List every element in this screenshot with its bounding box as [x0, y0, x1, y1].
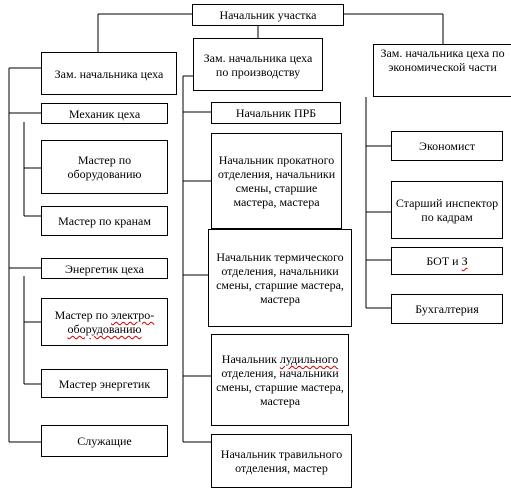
deputy-production-box: Зам. начальника цеха по производству — [193, 38, 323, 91]
deputy-head-label: Зам. начальника цеха — [54, 66, 164, 81]
deputy-economic-box: Зам. начальника цеха по экономической ча… — [373, 44, 511, 97]
master-energetic-label: Мастер энергетик — [58, 376, 151, 391]
rolling-dept-box: Начальник прокатного отделения, начальни… — [211, 133, 342, 229]
mechanic-label: Механик цеха — [68, 106, 141, 121]
deputy-head-box: Зам. начальника цеха — [41, 52, 177, 95]
head-of-section-label: Начальник участка — [219, 8, 317, 22]
master-cranes-label: Мастер по кранам — [58, 214, 151, 228]
bot-text-b: З — [461, 254, 468, 268]
bot-box: БОТ и З — [391, 247, 503, 275]
tinning-text-b: лудильного — [279, 352, 339, 366]
hr-inspector-label: Старший инспектор по кадрам — [395, 196, 499, 224]
master-cranes-box: Мастер по кранам — [41, 206, 168, 236]
deputy-production-label: Зам. начальника цеха по производству — [203, 50, 313, 79]
pickling-dept-box: Начальник травильного отделения, мастер — [211, 434, 352, 488]
tinning-dept-label: Начальник лудильного отделения, начальни… — [215, 352, 345, 408]
energetic-box: Энергетик цеха — [41, 258, 168, 279]
rolling-dept-label: Начальник прокатного отделения, начальни… — [217, 153, 336, 209]
bot-label: БОТ и З — [426, 254, 467, 268]
prb-head-box: Начальник ПРБ — [211, 102, 341, 124]
employees-label: Служащие — [77, 434, 132, 448]
tinning-text-a: Начальник — [221, 352, 280, 366]
thermal-dept-label: Начальник термического отделения, началь… — [216, 250, 344, 306]
employees-box: Служащие — [41, 425, 168, 457]
head-of-section-box: Начальник участка — [192, 4, 344, 26]
master-energetic-box: Мастер энергетик — [41, 369, 168, 398]
economist-label: Экономист — [419, 139, 475, 153]
master-electro-box: Мастер по электро-оборудованию — [41, 298, 168, 346]
thermal-dept-box: Начальник термического отделения, началь… — [208, 229, 352, 327]
prb-head-label: Начальник ПРБ — [235, 106, 317, 120]
energetic-label: Энергетик цеха — [64, 261, 144, 276]
deputy-economic-label: Зам. начальника цеха по экономической ча… — [380, 46, 505, 74]
master-electro-text-b: электро-оборудованию — [67, 308, 155, 336]
master-equipment-label: Мастер по оборудованию — [67, 153, 142, 181]
accounting-label: Бухгалтерия — [415, 302, 479, 316]
bot-text-a: БОТ и — [426, 254, 462, 268]
accounting-box: Бухгалтерия — [391, 294, 503, 324]
tinning-dept-box: Начальник лудильного отделения, начальни… — [211, 334, 349, 426]
economist-box: Экономист — [391, 131, 503, 161]
tinning-text-c: отделения, начальники смены, старшие мас… — [216, 366, 344, 408]
mechanic-box: Механик цеха — [41, 103, 168, 124]
pickling-dept-label: Начальник травильного отделения, мастер — [220, 447, 343, 475]
master-electro-label: Мастер по электро-оборудованию — [45, 308, 164, 336]
master-electro-text-a: Мастер по — [54, 308, 111, 322]
master-equipment-box: Мастер по оборудованию — [41, 140, 168, 194]
hr-inspector-box: Старший инспектор по кадрам — [391, 181, 503, 239]
